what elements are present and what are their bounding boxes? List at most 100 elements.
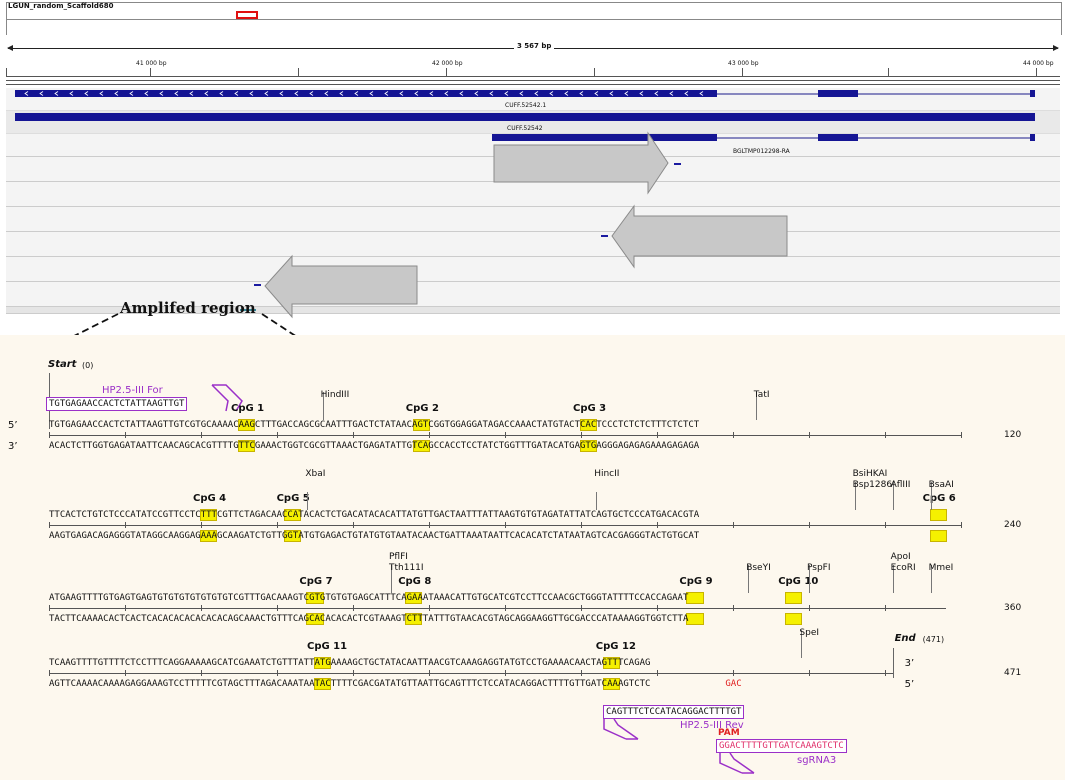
track-label: CUFF.52542 xyxy=(507,125,543,132)
cpg-highlight-top xyxy=(412,419,430,431)
row-end-number: 360 xyxy=(1004,603,1022,613)
track-row xyxy=(6,207,1060,232)
restriction-site-label: XbaI xyxy=(305,469,326,479)
ruler-axis xyxy=(6,68,1060,77)
cpg-label: CpG 6 xyxy=(922,493,956,504)
ruler-tick xyxy=(49,670,50,676)
ruler-tick xyxy=(657,670,658,676)
cpg-highlight-bottom xyxy=(785,613,803,625)
viewport-indicator[interactable] xyxy=(236,11,258,19)
cpg-label: CpG 4 xyxy=(193,493,227,504)
tick-mark xyxy=(1036,68,1037,76)
ruler-track xyxy=(6,19,1062,35)
restriction-site-label: SpeI xyxy=(799,628,820,638)
ruler-tick xyxy=(49,522,50,528)
tick-label: 42 000 bp xyxy=(432,60,463,67)
ruler-tick xyxy=(429,522,430,528)
site-tick xyxy=(322,392,324,420)
restriction-site-label: AflIII xyxy=(890,480,911,490)
gene-models xyxy=(15,90,1035,141)
cpg-label: CpG 12 xyxy=(595,641,636,652)
restriction-site-label: TatI xyxy=(753,390,770,400)
ruler-tick xyxy=(581,432,582,438)
pam-highlight: GAC xyxy=(725,679,742,689)
scaffold-name: LGUN_random_Scaffold680 xyxy=(8,2,114,10)
arrow-left-shape xyxy=(264,254,418,319)
sequence-bottom-strand: ACACTCTTGGTGAGATAATTCAACAGCACGTTTTGTTCGA… xyxy=(49,441,700,451)
ruler-tick xyxy=(277,432,278,438)
restriction-site-label: MmeI xyxy=(928,563,954,573)
row-end-number: 240 xyxy=(1004,520,1022,530)
span-arrow-left xyxy=(7,45,13,51)
cpg-highlight-top xyxy=(306,592,324,604)
cpg-highlight-top xyxy=(785,592,803,604)
restriction-site-label: PspFI xyxy=(807,563,831,573)
cpg-highlight-bottom xyxy=(200,530,218,542)
cpg-highlight-bottom xyxy=(306,613,324,625)
track-row xyxy=(6,282,1060,307)
overview-bar xyxy=(6,12,1062,20)
three-prime-label: 3’ xyxy=(8,441,18,452)
sequence-map: Start (0) HP2.5-III For TGTGAGAACCACTCTA… xyxy=(0,335,1065,780)
cpg-highlight-top xyxy=(405,592,423,604)
site-tick xyxy=(854,482,856,510)
tick-label: 41 000 bp xyxy=(136,60,167,67)
site-tick xyxy=(930,482,932,510)
arrow-left-shape xyxy=(611,204,788,269)
ruler-tick xyxy=(505,670,506,676)
three-prime-label: 3’ xyxy=(904,658,915,669)
ruler-tick xyxy=(581,605,582,611)
forward-primer-box: TGTGAGAACCACTCTATTAAGTTGT xyxy=(46,397,188,411)
track-label: BGLTMP012298-RA xyxy=(733,148,790,155)
restriction-site-label: Bsp1286I xyxy=(852,480,895,490)
ruler-tick xyxy=(733,522,734,528)
sequence-bottom-strand: AGTTCAAAACAAAAGAGGAAAGTCCTTTTTCGTAGCTTTA… xyxy=(49,679,651,689)
five-prime-label: 5’ xyxy=(8,420,18,431)
ruler-tick xyxy=(505,522,506,528)
cpg-label: CpG 2 xyxy=(405,403,439,414)
ruler-tick xyxy=(429,432,430,438)
restriction-site-label: EcoRI xyxy=(890,563,916,573)
ruler-tick xyxy=(49,605,50,611)
five-prime-label: 5’ xyxy=(904,679,915,690)
ruler-tick xyxy=(125,670,126,676)
sgrna-arrow xyxy=(719,752,755,774)
ruler-tick xyxy=(733,605,734,611)
ruler-tick xyxy=(353,670,354,676)
ruler-tick xyxy=(277,605,278,611)
ruler-tick xyxy=(733,670,734,676)
cpg-highlight-bottom xyxy=(238,440,256,452)
site-tick xyxy=(748,565,750,593)
restriction-site-label: ApoI xyxy=(890,552,911,562)
ruler-tick xyxy=(505,605,506,611)
tick-mark xyxy=(6,68,7,76)
ruler-tick xyxy=(201,605,202,611)
sgrna-box: GGACTTTTGTTGATCAAAGTCTC xyxy=(716,739,847,753)
ruler-tick xyxy=(505,432,506,438)
ruler-tick xyxy=(961,522,962,528)
sgrna-name: sgRNA3 xyxy=(797,755,837,766)
ruler-tick xyxy=(201,670,202,676)
cpg-highlight-bottom xyxy=(929,530,947,542)
tick-mark xyxy=(150,68,151,76)
forward-primer-name: HP2.5-III For xyxy=(102,385,163,396)
ruler-tick xyxy=(353,522,354,528)
reverse-primer-name: HP2.5-III Rev xyxy=(680,720,744,731)
cpg-highlight-top xyxy=(686,592,704,604)
ruler-tick xyxy=(353,605,354,611)
reverse-primer-arrow xyxy=(603,718,639,740)
track-row xyxy=(6,232,1060,257)
end-marker-line xyxy=(892,648,894,678)
tick-mark xyxy=(888,68,889,76)
ruler-tick xyxy=(885,605,886,611)
restriction-site-label: HincII xyxy=(594,469,620,479)
ruler-tick xyxy=(657,432,658,438)
ruler-tick xyxy=(581,670,582,676)
restriction-site-label: BsaAI xyxy=(928,480,954,490)
sequence-top-strand: ATGAAGTTTTGTGAGTGAGTGTGTGTGTGTGTGTCGTTTG… xyxy=(49,593,689,603)
cpg-highlight-bottom xyxy=(580,440,598,452)
ruler-tick xyxy=(581,522,582,528)
sequence-top-strand: TTCACTCTGTCTCCCATATCCGTTCCTCTTTCGTTCTAGA… xyxy=(49,510,700,520)
cpg-highlight-top xyxy=(602,657,620,669)
cpg-highlight-bottom xyxy=(314,678,332,690)
